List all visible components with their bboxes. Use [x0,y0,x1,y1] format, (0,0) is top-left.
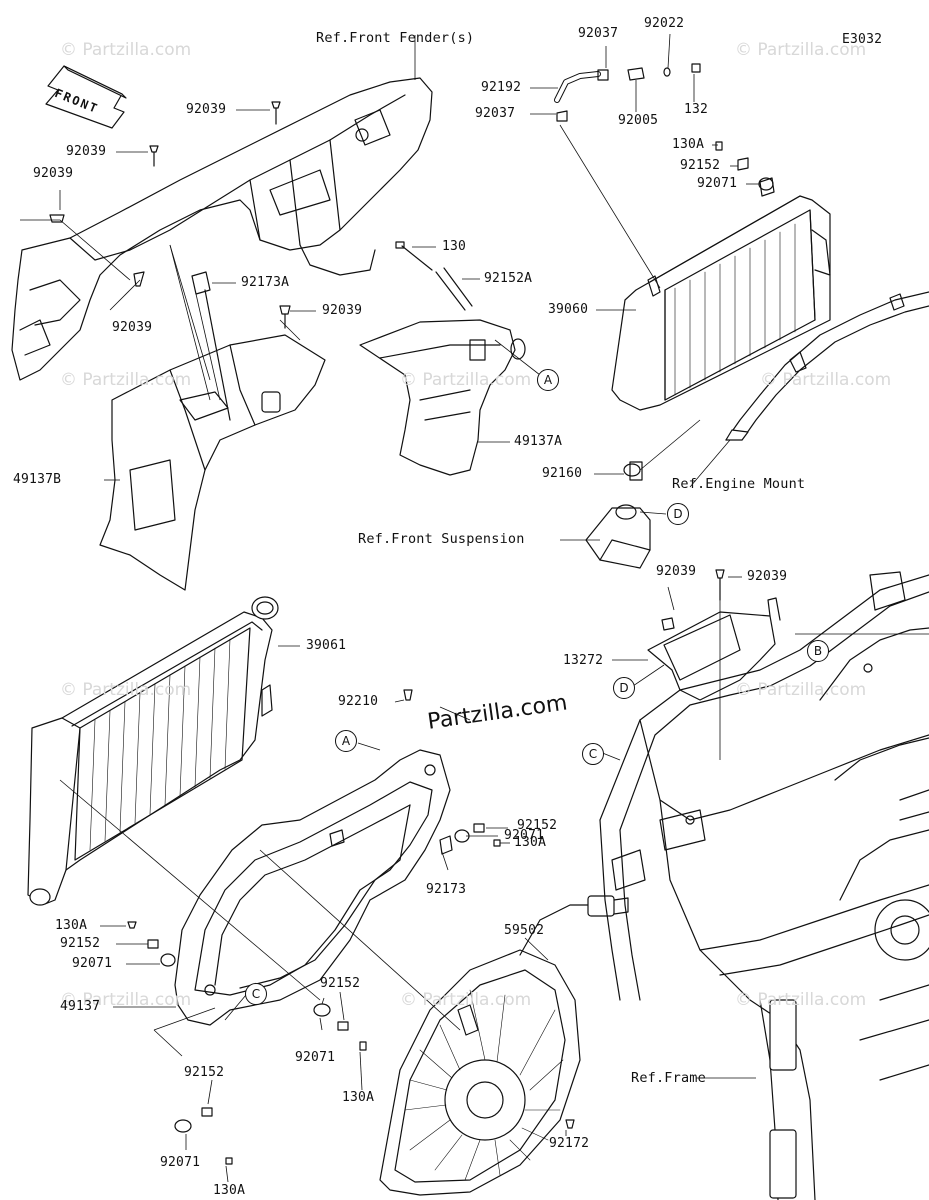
part-label: 13272 [563,653,604,668]
part-label: 92039 [186,102,227,117]
callout-d: D [613,677,635,699]
part-label: 92039 [322,303,363,318]
front-suspension-bracket [585,504,651,569]
callout-d: D [667,503,689,525]
part-label: 130A [672,137,705,152]
part-label: 130A [213,1183,246,1198]
engine-mount-part [725,291,929,441]
bolt-130-part [395,241,433,271]
part-label: 92071 [72,956,113,971]
watermark: © Partzilla.com [735,990,867,1010]
guard-13272-part [647,569,781,701]
diagram-code: E3032 [842,32,883,47]
part-label: 130 [442,239,467,254]
watermark: © Partzilla.com [400,370,532,390]
part-label: 92152 [517,818,558,833]
part-label: 130A [55,918,88,933]
part-label: 39061 [306,638,347,653]
part-label: 92152 [680,158,721,173]
radiator-39061-part [27,596,279,906]
part-label: 92037 [475,106,516,121]
part-label: 130A [342,1090,375,1105]
part-label: 92152A [484,271,533,286]
part-label: 92005 [618,113,659,128]
hose-92192-part [554,63,701,122]
part-label: 92192 [481,80,522,95]
watermark: © Partzilla.com [735,40,867,60]
watermark: © Partzilla.com [60,40,192,60]
callout-a: A [335,730,357,752]
part-label: 92152 [184,1065,225,1080]
part-label: 92039 [747,569,788,584]
part-label: 92071 [160,1155,201,1170]
part-label: 59502 [504,923,545,938]
part-label: 92039 [66,144,107,159]
part-label: 92071 [295,1050,336,1065]
part-label: 92039 [656,564,697,579]
part-label: 92172 [549,1136,590,1151]
part-label: 92210 [338,694,379,709]
part-label: 92173 [426,882,467,897]
ref-front-fender: Ref.Front Fender(s) [316,30,475,46]
part-label: 49137A [514,434,563,449]
ref-frame: Ref.Frame [631,1070,706,1086]
callout-c: C [582,743,604,765]
fan-59502-part [379,895,629,1196]
watermark: © Partzilla.com [60,680,192,700]
part-label: 92160 [542,466,583,481]
part-label: 39060 [548,302,589,317]
part-label: 92039 [112,320,153,335]
part-label: 92152 [60,936,101,951]
callout-a: A [537,369,559,391]
radiator-39060-part [611,177,831,481]
watermark: © Partzilla.com [60,990,192,1010]
part-label: 92022 [644,16,685,31]
watermark: © Partzilla.com [400,990,532,1010]
shroud-49137a-part [359,319,526,476]
callout-b: B [807,640,829,662]
watermark: © Partzilla.com [760,370,892,390]
part-label: 130A [514,835,547,850]
part-label: 49137B [13,472,62,487]
shroud-49137b-part [99,334,326,591]
part-label: 92037 [578,26,619,41]
part-label: 92152 [320,976,361,991]
watermark: © Partzilla.com [735,680,867,700]
part-label: 49137 [60,999,101,1014]
part-label: 132 [684,102,709,117]
callout-c: C [245,983,267,1005]
front-fender-part [11,77,433,381]
leader-lines [20,33,929,1183]
frame-part [599,571,929,1200]
small-bottom-fasteners [127,141,774,1165]
fan-shroud-49137-part [174,749,451,1026]
collar-92152a-part [435,267,473,311]
part-label: 92039 [33,166,74,181]
front-arrow-icon [45,65,127,129]
part-label: 92071 [504,828,545,843]
part-label: 92071 [697,176,738,191]
ref-front-suspension: Ref.Front Suspension [358,531,525,547]
watermark: © Partzilla.com [60,370,192,390]
ref-engine-mount: Ref.Engine Mount [672,476,806,492]
part-label: 92173A [241,275,290,290]
